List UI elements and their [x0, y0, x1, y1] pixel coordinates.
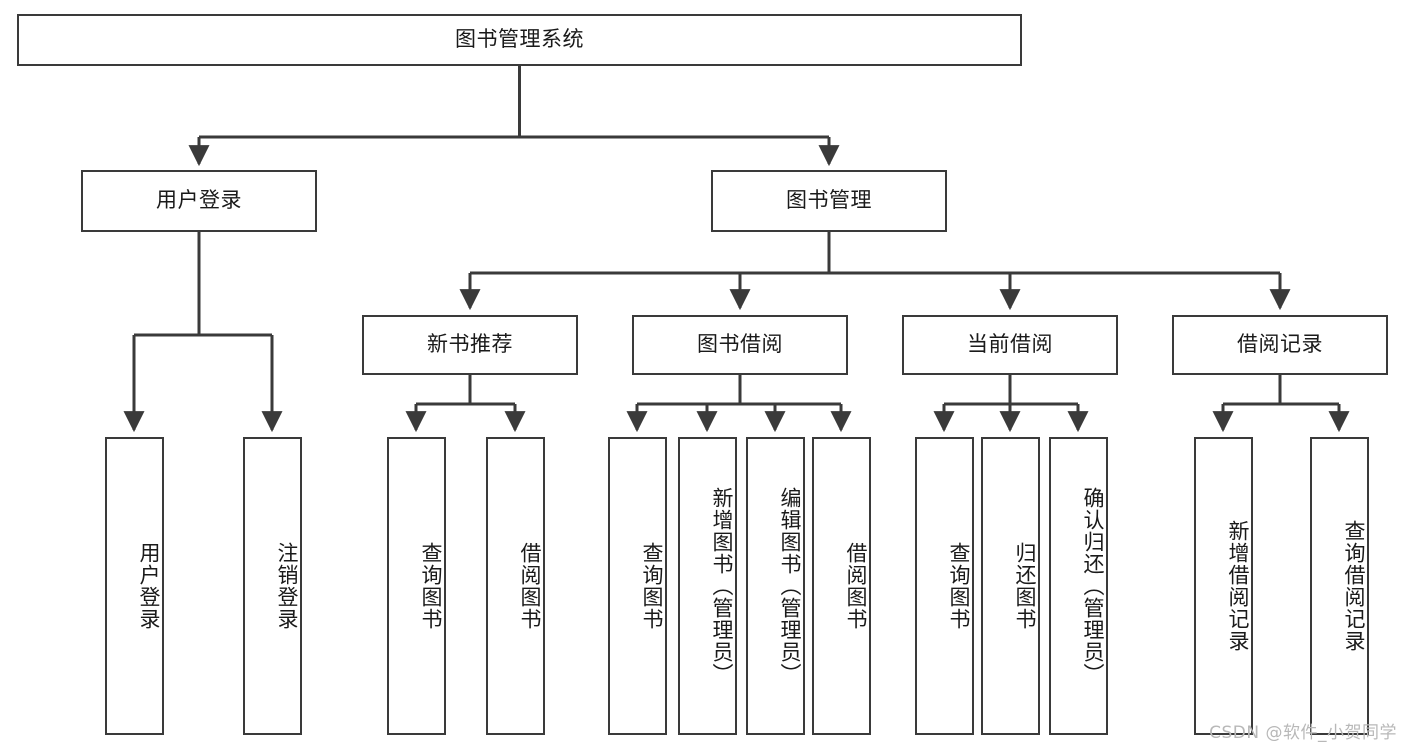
node-borrow-record[interactable]: 借阅记录	[1172, 315, 1388, 375]
node-leaf-record-add-label: 新增借阅记录	[1226, 520, 1250, 652]
node-leaf-current-return-book[interactable]: 归还图书	[981, 437, 1040, 735]
node-leaf-rec-query-book[interactable]: 查询图书	[387, 437, 446, 735]
node-borrow-record-label: 借阅记录	[1237, 332, 1323, 357]
node-new-book-rec[interactable]: 新书推荐	[362, 315, 578, 375]
node-leaf-current-return-book-label: 归还图书	[1013, 542, 1037, 630]
node-leaf-borrow-add-book-label: 新增图书（管理员）	[710, 487, 734, 685]
node-leaf-record-query-label: 查询借阅记录	[1342, 520, 1366, 652]
node-book-borrow[interactable]: 图书借阅	[632, 315, 848, 375]
node-root-label: 图书管理系统	[455, 27, 584, 52]
node-leaf-borrow-borrow-book[interactable]: 借阅图书	[812, 437, 871, 735]
node-leaf-record-query[interactable]: 查询借阅记录	[1310, 437, 1369, 735]
node-leaf-rec-borrow-book-label: 借阅图书	[518, 542, 542, 630]
watermark: CSDN @软件_小贺同学	[1209, 723, 1397, 743]
node-book-manage[interactable]: 图书管理	[711, 170, 947, 232]
node-leaf-user-logout[interactable]: 注销登录	[243, 437, 302, 735]
node-leaf-rec-query-book-label: 查询图书	[419, 542, 443, 630]
node-leaf-current-query-book[interactable]: 查询图书	[915, 437, 974, 735]
node-leaf-current-confirm-return-label: 确认归还（管理员）	[1081, 487, 1105, 685]
node-user-login-label: 用户登录	[156, 188, 242, 213]
node-leaf-user-login[interactable]: 用户登录	[105, 437, 164, 735]
node-leaf-current-query-book-label: 查询图书	[947, 542, 971, 630]
node-leaf-borrow-edit-book-label: 编辑图书（管理员）	[778, 487, 802, 685]
node-leaf-user-logout-label: 注销登录	[275, 542, 299, 630]
node-user-login[interactable]: 用户登录	[81, 170, 317, 232]
node-new-book-rec-label: 新书推荐	[427, 332, 513, 357]
node-current-borrow[interactable]: 当前借阅	[902, 315, 1118, 375]
node-book-manage-label: 图书管理	[786, 188, 872, 213]
node-leaf-current-confirm-return[interactable]: 确认归还（管理员）	[1049, 437, 1108, 735]
node-leaf-user-login-label: 用户登录	[137, 542, 161, 630]
node-leaf-borrow-add-book[interactable]: 新增图书（管理员）	[678, 437, 737, 735]
node-leaf-borrow-query-book[interactable]: 查询图书	[608, 437, 667, 735]
node-current-borrow-label: 当前借阅	[967, 332, 1053, 357]
node-leaf-borrow-edit-book[interactable]: 编辑图书（管理员）	[746, 437, 805, 735]
node-leaf-record-add[interactable]: 新增借阅记录	[1194, 437, 1253, 735]
node-leaf-borrow-query-book-label: 查询图书	[640, 542, 664, 630]
node-leaf-borrow-borrow-book-label: 借阅图书	[844, 542, 868, 630]
node-leaf-rec-borrow-book[interactable]: 借阅图书	[486, 437, 545, 735]
node-root[interactable]: 图书管理系统	[17, 14, 1022, 66]
node-book-borrow-label: 图书借阅	[697, 332, 783, 357]
